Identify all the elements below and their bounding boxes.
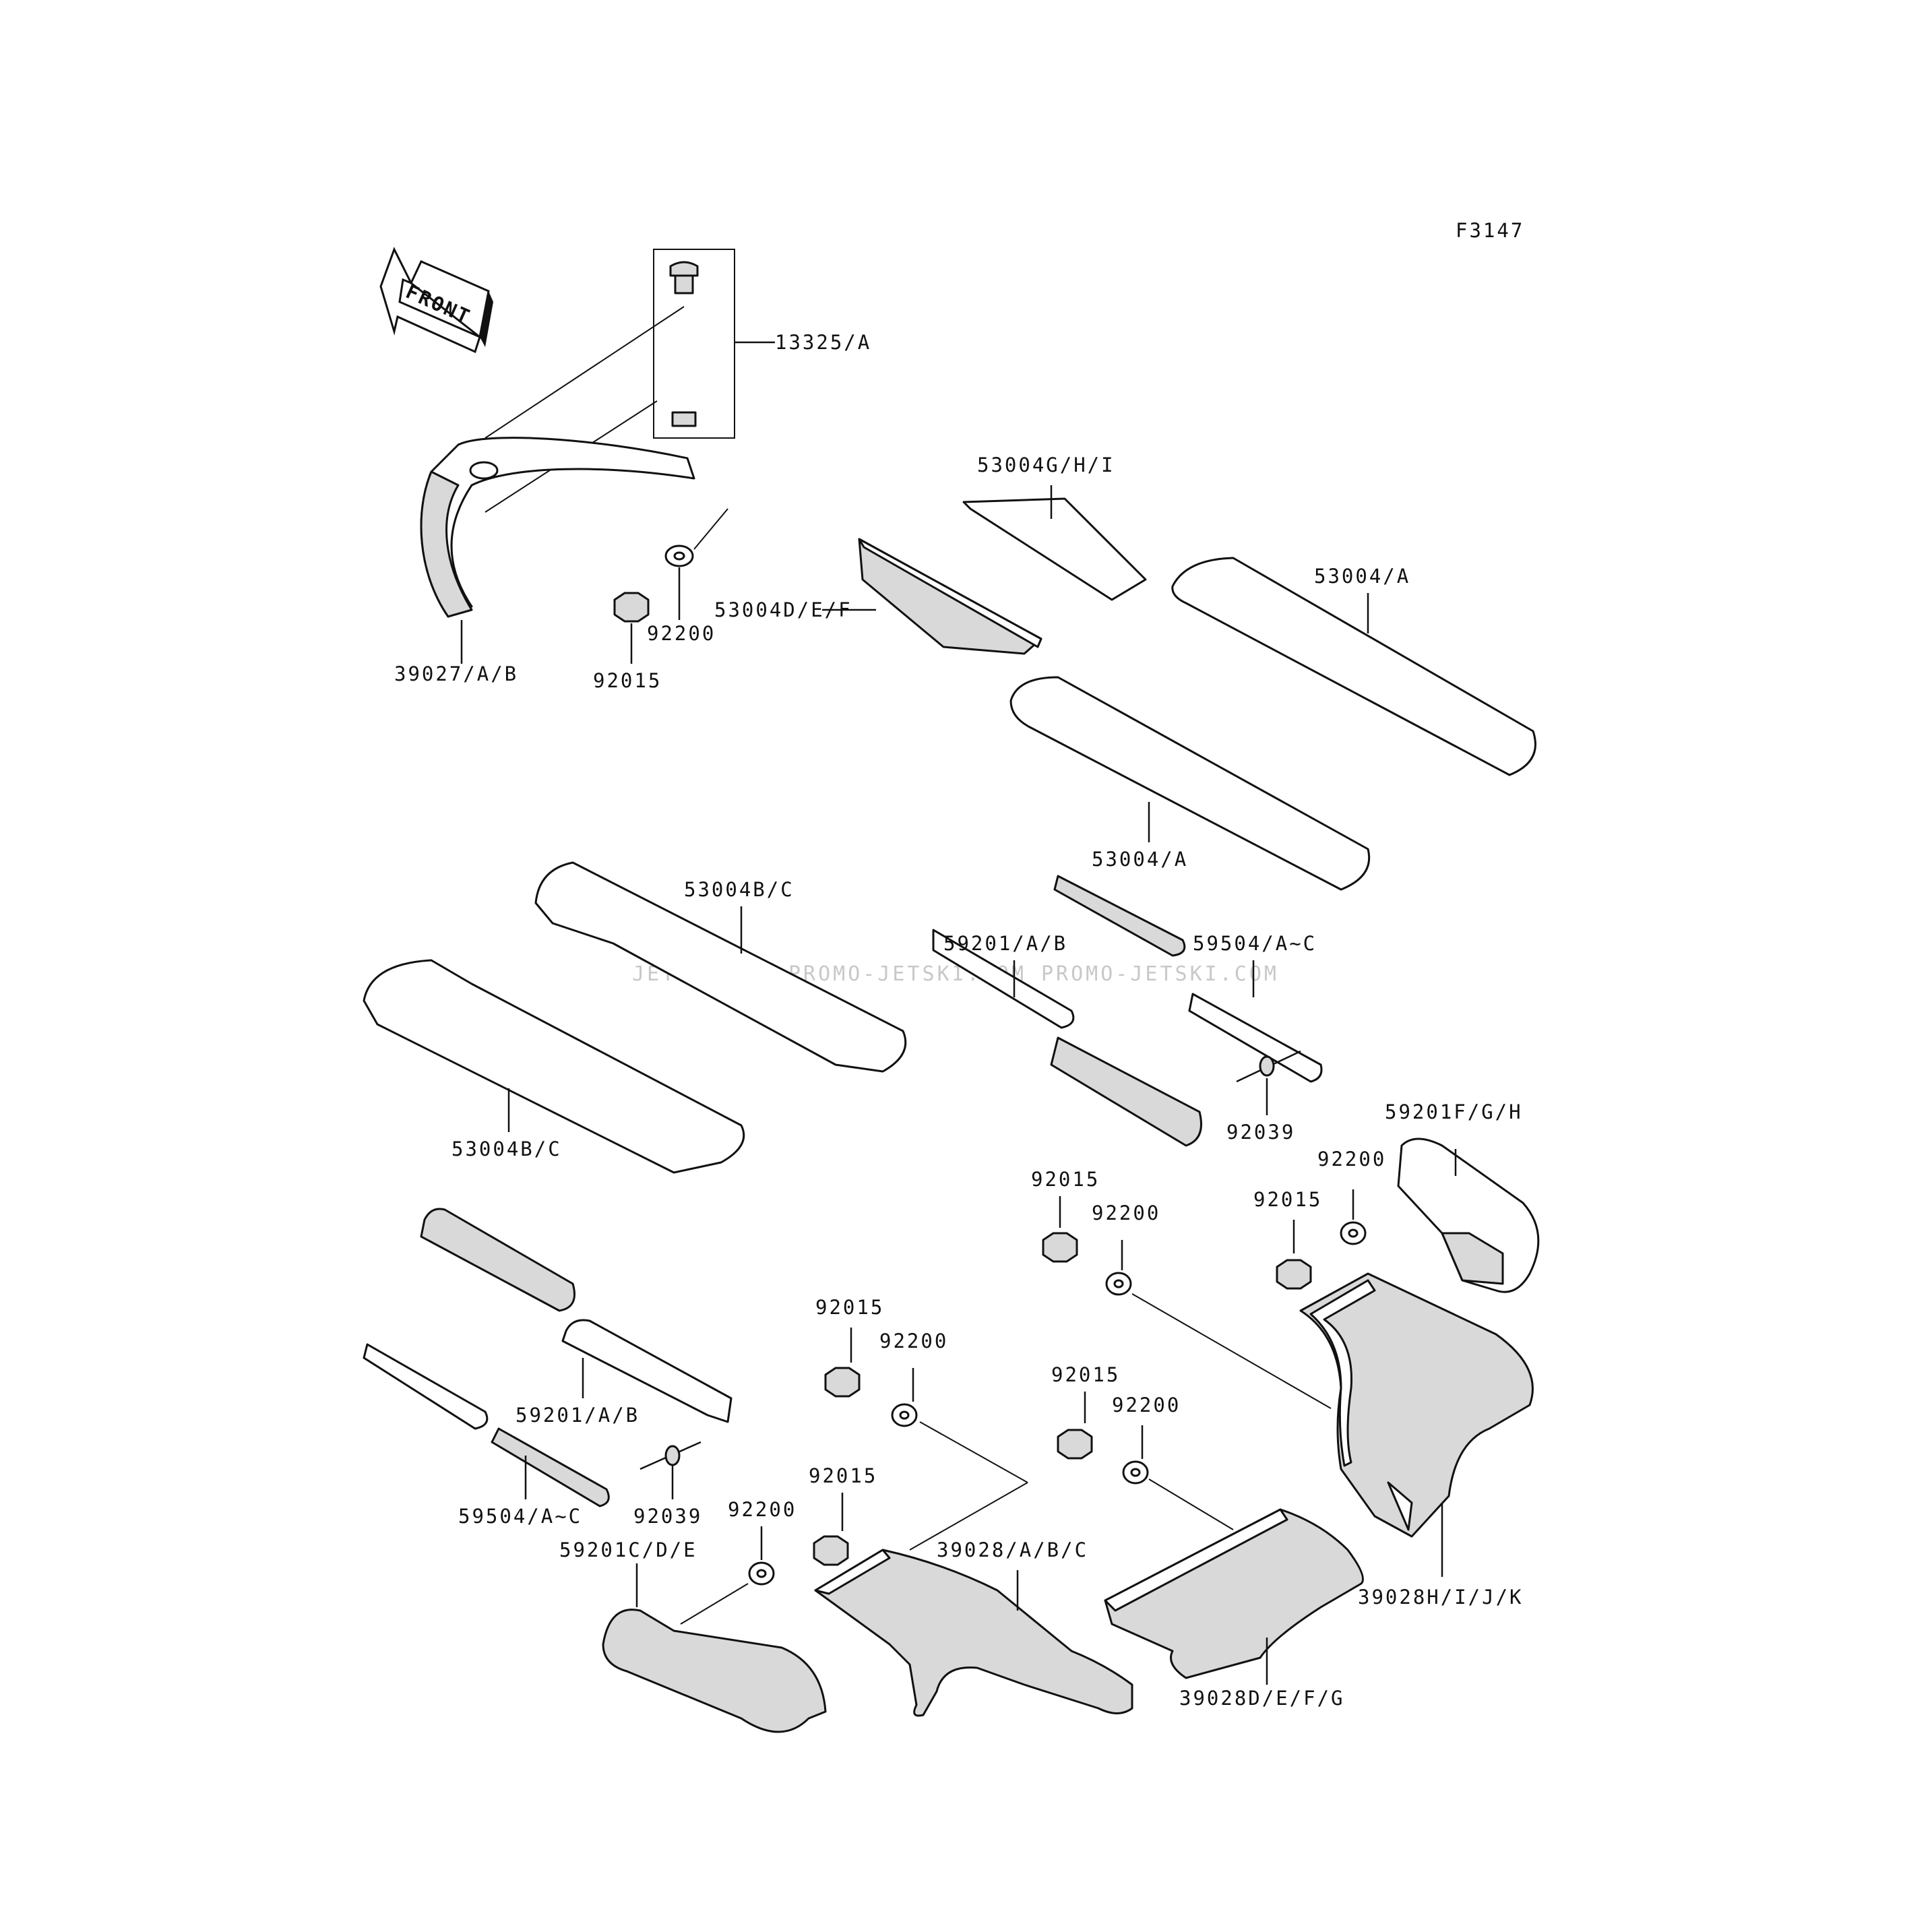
label-39028ABC: 39028/A/B/C [937,1538,1088,1561]
part-92015-nut-m3 [1057,1392,1093,1460]
front-direction-arrow-icon: FRONT [379,247,493,354]
label-92200-l1: 92200 [728,1498,797,1521]
part-59504AC-trim-bot [363,1343,610,1507]
label-53004BC-top: 53004B/C [684,878,794,901]
label-92200-m1: 92200 [1092,1202,1160,1224]
part-53004A-pad-top [1171,557,1536,776]
part-53004BC-pad-bot [363,959,745,1174]
part-39028DEFG-cover [1104,1508,1364,1685]
part-39028ABC-cover [814,1482,1133,1717]
part-59201FGH-cover [1397,1138,1540,1293]
part-53004DEF-pad [822,538,1042,655]
label-92200-m3: 92200 [1112,1394,1181,1416]
label-92039-left: 92039 [633,1505,702,1528]
label-59201FGH: 59201F/G/H [1385,1100,1523,1123]
label-92200-r1: 92200 [1317,1148,1386,1171]
part-92039-rivet-left [640,1441,702,1499]
label-53004GHI: 53004G/H/I [977,454,1115,476]
label-59201AB-bot: 59201/A/B [516,1404,640,1427]
part-59504AC-trim-top [1053,875,1323,1083]
part-59201AB-rails-bot [420,1208,733,1423]
label-39028HIJK: 39028H/I/J/K [1358,1586,1524,1609]
label-92015-r1: 92015 [1253,1188,1322,1211]
label-53004DEF: 53004D/E/F [714,598,852,621]
label-59201CDE: 59201C/D/E [559,1538,697,1561]
part-92039-rivet-right [1236,1050,1301,1115]
part-92200-washer-m2 [891,1368,1028,1483]
part-92200-washer-l1 [680,1526,775,1625]
part-59201CDE-cover [602,1563,827,1733]
label-59504AC-top: 59504/A~C [1193,932,1317,955]
label-53004A-top: 53004/A [1314,565,1410,588]
label-39027AB: 39027/A/B [394,662,518,685]
part-53004GHI-pad [962,485,1147,601]
label-92200-top: 92200 [647,622,716,645]
label-92200-m2: 92200 [879,1330,948,1352]
label-92015-m3: 92015 [1051,1363,1120,1386]
part-59201AB-rails-top [932,929,1202,1147]
part-92015-nut-m2 [824,1328,861,1398]
part-53004A-pad-mid [1009,676,1371,891]
part-13325A-bolt-set [485,249,775,513]
part-92200-washer-r1 [1340,1189,1367,1245]
label-92015-top: 92015 [593,669,662,692]
label-59201AB-top: 59201/A/B [943,932,1067,955]
label-92015-m1: 92015 [1031,1168,1100,1191]
label-92039-right: 92039 [1226,1121,1295,1144]
figure-code: F3147 [1456,219,1524,242]
label-53004BC-bot: 53004B/C [451,1138,562,1160]
label-92015-l1: 92015 [809,1464,877,1487]
label-39028DEFG: 39028D/E/F/G [1179,1687,1345,1710]
part-53004BC-pad-top [534,861,907,1073]
part-92200-washer-top [664,508,728,620]
part-92015-nut-top [613,592,650,664]
label-92015-m2: 92015 [815,1296,884,1319]
part-92200-washer-m3 [1122,1425,1234,1530]
part-92015-nut-m1 [1042,1196,1078,1263]
part-92200-washer-m1 [1105,1240,1332,1409]
label-53004A-mid: 53004/A [1092,848,1188,871]
part-39027AB-guard [420,437,695,664]
part-39028HIJK-cover [1299,1272,1534,1577]
watermark-3: PROMO-JETSKI.COM [1041,962,1279,986]
label-13325A: 13325/A [775,331,871,354]
label-59504AC-bot: 59504/A~C [458,1505,582,1528]
part-92015-nut-l1 [813,1493,849,1566]
part-92015-nut-r1 [1276,1220,1312,1290]
